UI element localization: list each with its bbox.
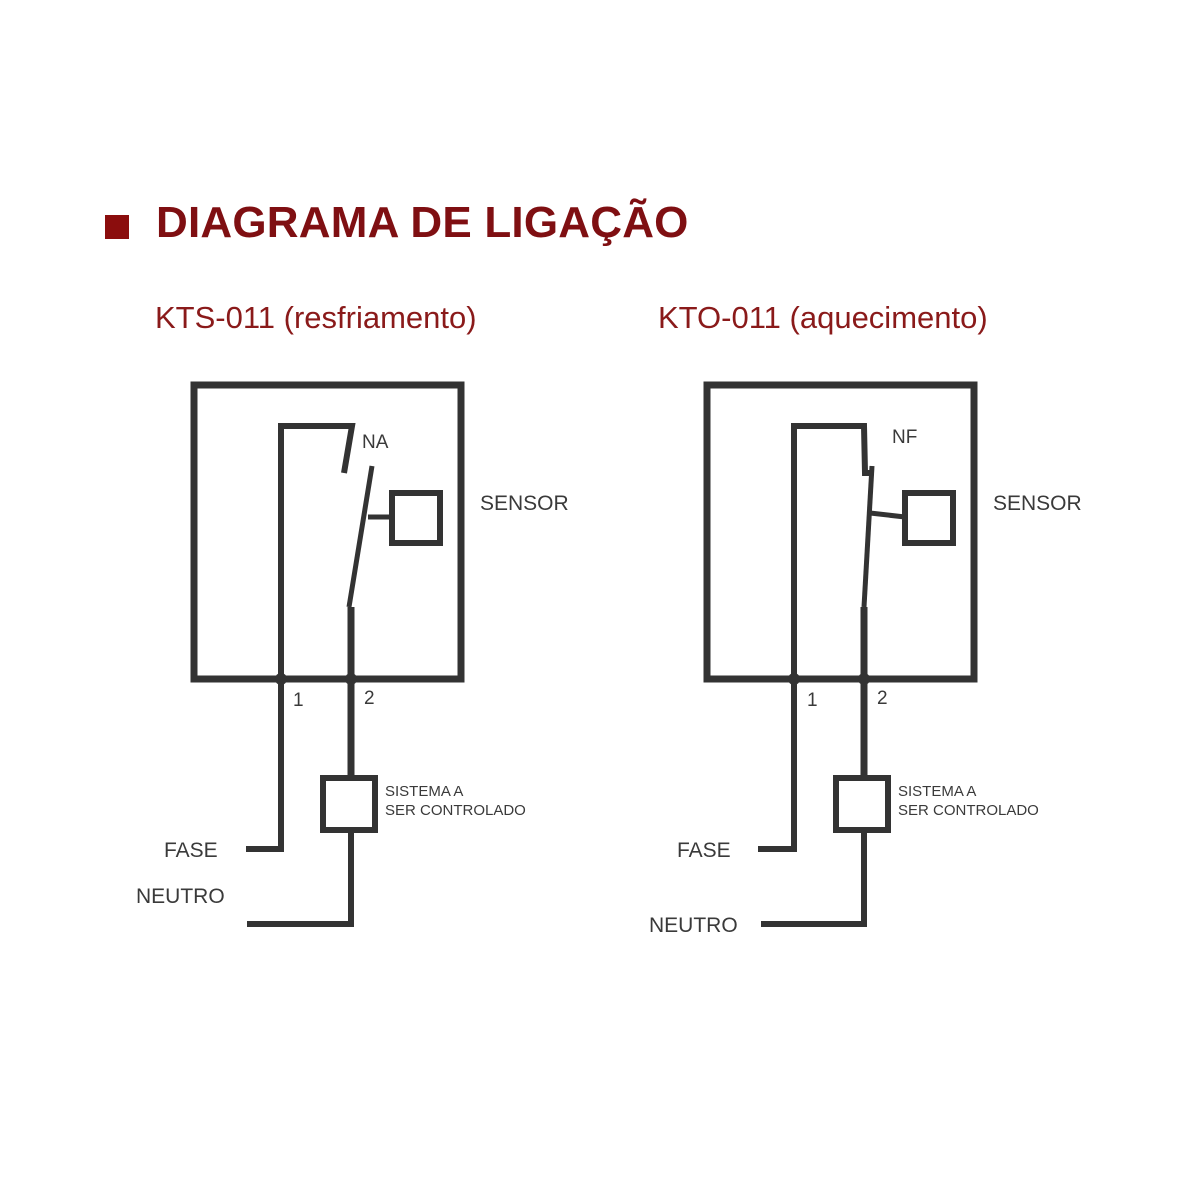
nf-moving-contact xyxy=(861,465,875,608)
neutral-label: NEUTRO xyxy=(649,914,738,937)
section-bullet-icon xyxy=(105,215,129,239)
neutral-label: NEUTRO xyxy=(136,885,225,908)
phase-wire xyxy=(758,679,797,852)
load-label-line1: SISTEMA A xyxy=(898,783,976,800)
phase-wire xyxy=(246,679,284,852)
phase-label: FASE xyxy=(164,839,218,862)
diagram-kts-011 xyxy=(190,381,465,927)
neutral-wire xyxy=(247,830,354,927)
sensor-label: SENSOR xyxy=(993,492,1082,515)
load-box xyxy=(320,775,378,833)
sensor-box xyxy=(902,490,956,546)
terminal-1-label: 1 xyxy=(293,690,304,711)
diagram-title-kts-011: KTS-011 (resfriamento) xyxy=(155,300,477,335)
terminal-1-label: 1 xyxy=(807,690,818,711)
phase-label: FASE xyxy=(677,839,731,862)
neutral-wire xyxy=(761,830,867,927)
sensor-box xyxy=(389,490,443,546)
page-title: DIAGRAMA DE LIGAÇÃO xyxy=(156,198,689,247)
terminal-1-internal-wire xyxy=(791,423,872,679)
sensor-link xyxy=(869,510,906,520)
thermostat-enclosure xyxy=(190,381,465,683)
diagram-kto-011 xyxy=(703,381,978,927)
contact-type-label: NF xyxy=(892,427,917,448)
load-box xyxy=(833,775,891,833)
terminal-1-internal-wire xyxy=(278,423,356,679)
thermostat-enclosure xyxy=(703,381,978,683)
load-label-line2: SER CONTROLADO xyxy=(385,802,526,819)
load-label-line1: SISTEMA A xyxy=(385,783,463,800)
terminal-2-label: 2 xyxy=(877,688,888,709)
terminal-2-label: 2 xyxy=(364,688,375,709)
contact-type-label: NA xyxy=(362,432,389,453)
load-label-line2: SER CONTROLADO xyxy=(898,802,1039,819)
sensor-label: SENSOR xyxy=(480,492,569,515)
diagram-title-kto-011: KTO-011 (aquecimento) xyxy=(658,300,988,335)
na-moving-contact xyxy=(346,465,375,608)
